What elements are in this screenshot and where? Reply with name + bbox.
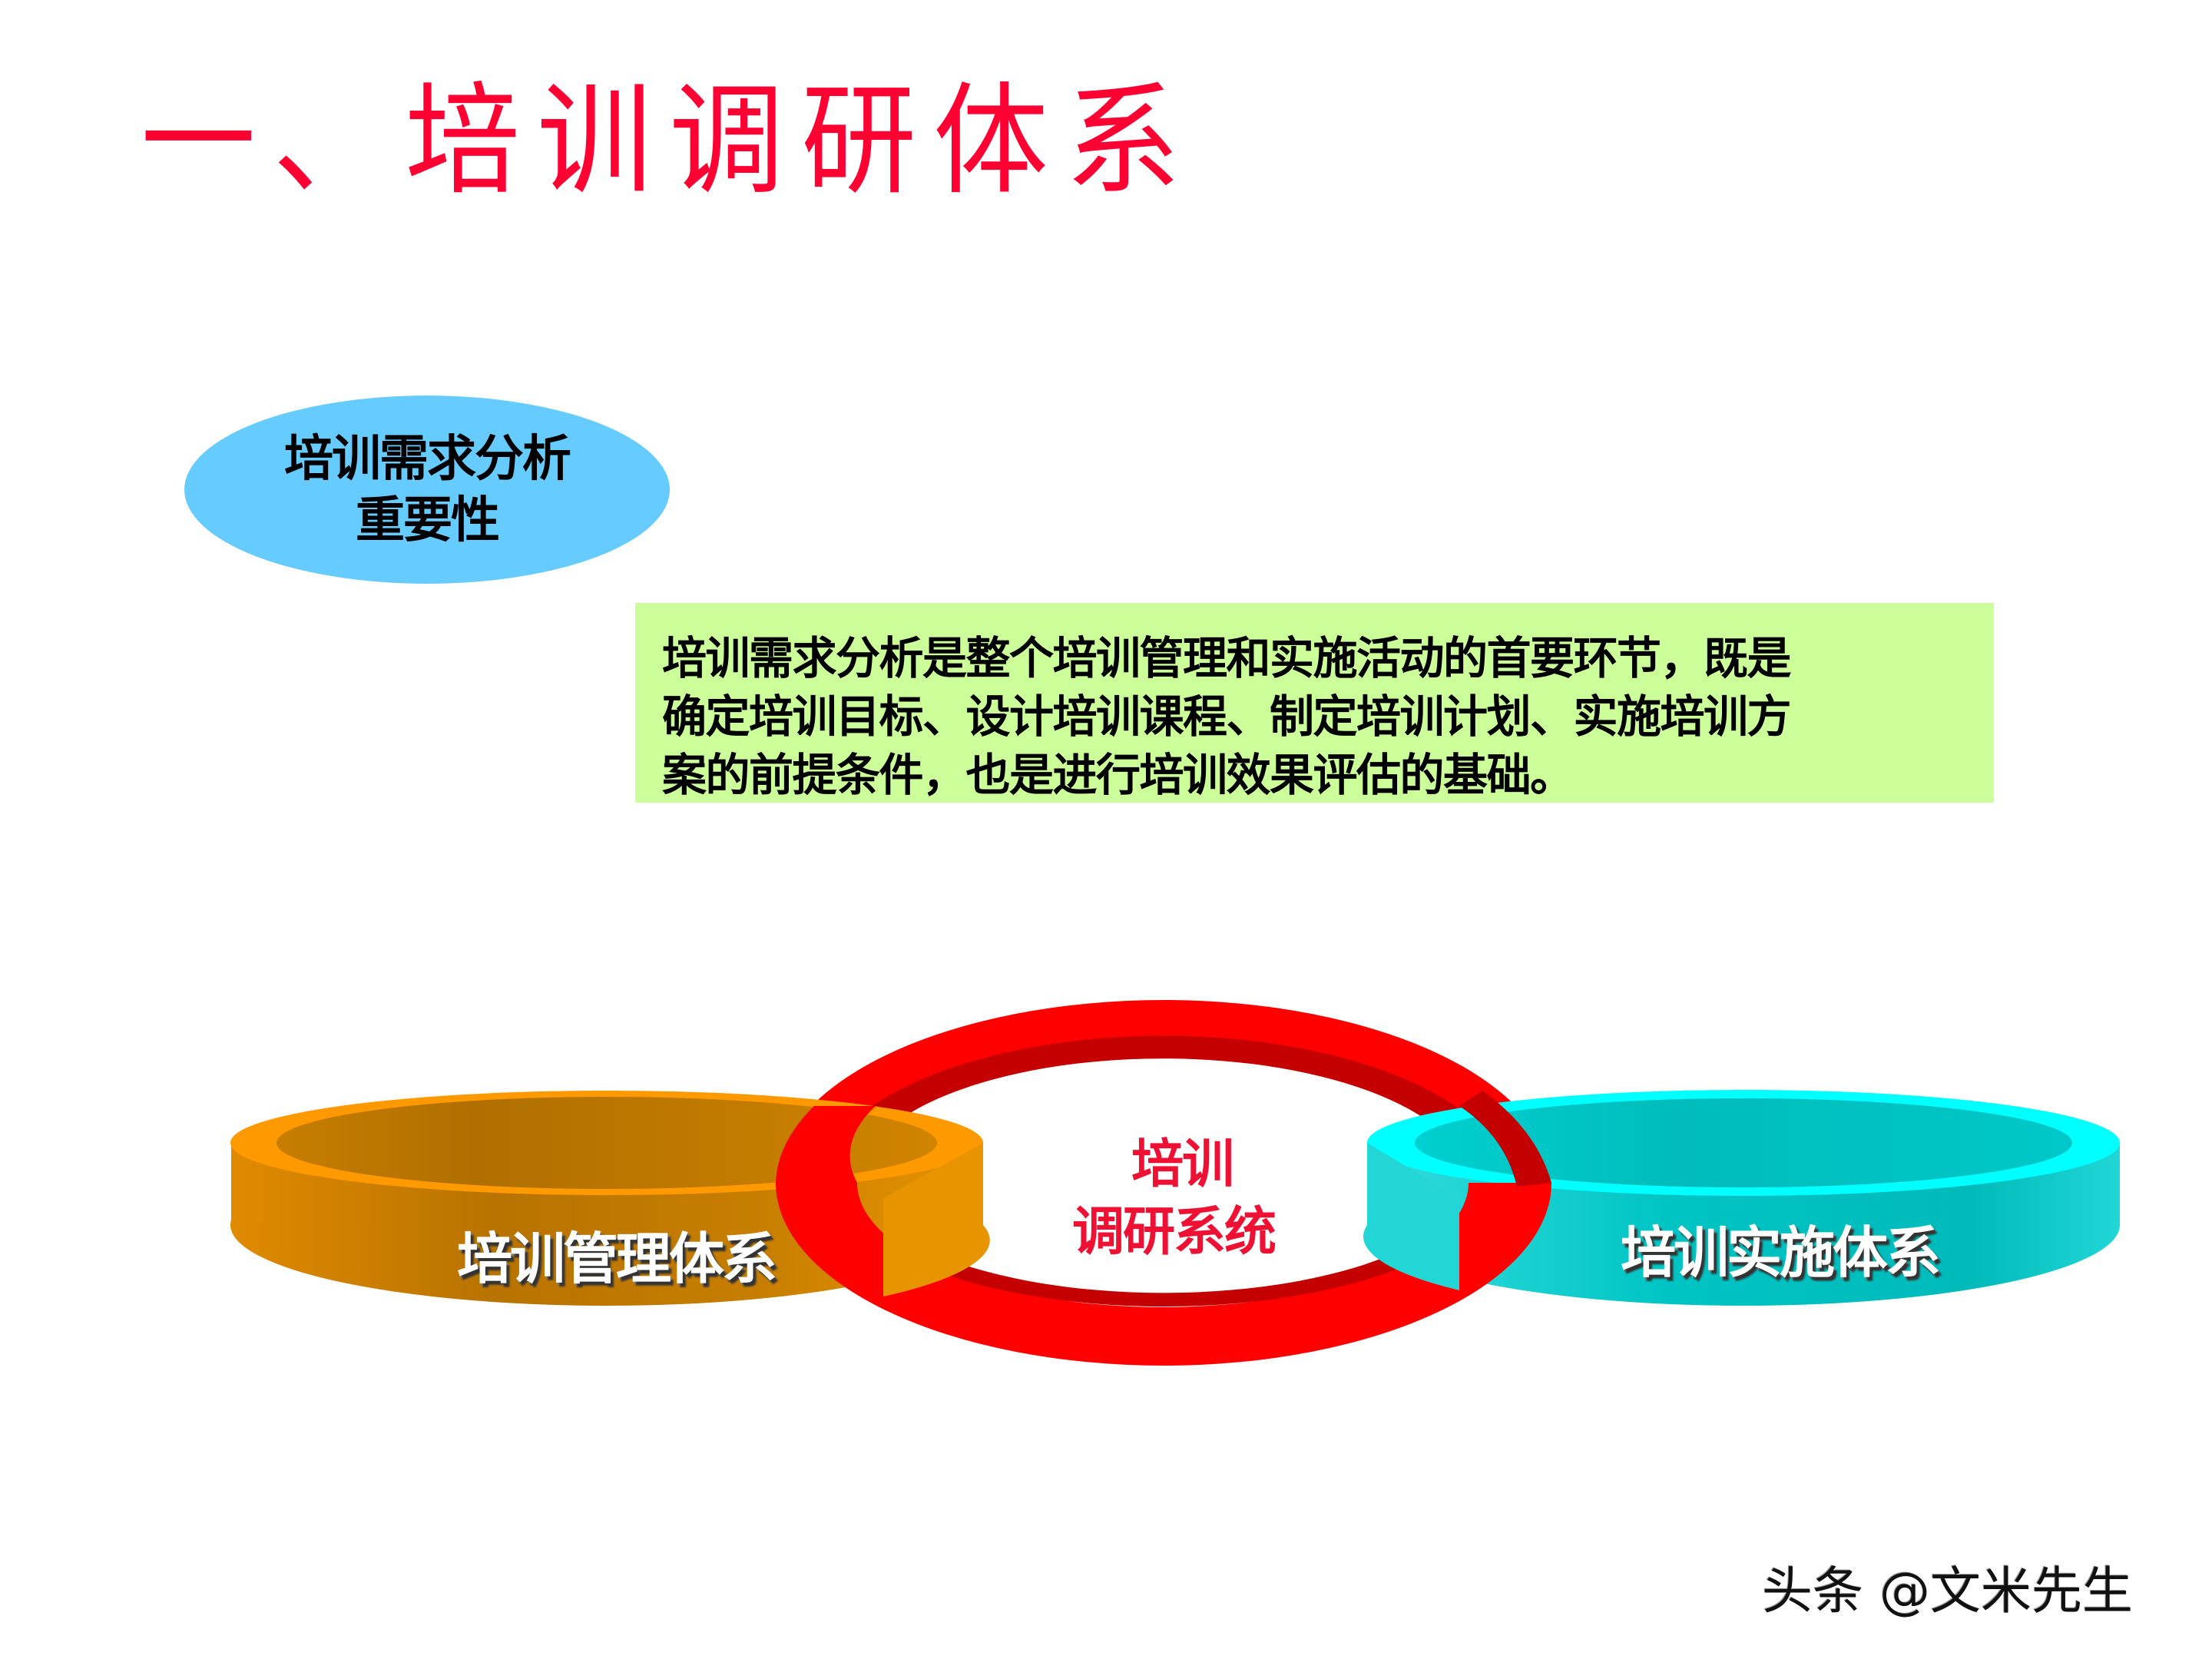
importance-bubble-line2: 重要性 bbox=[356, 492, 500, 549]
description-line: 案的前提条件，也是进行培训效果评估的基础。 bbox=[662, 749, 1575, 801]
linked-rings-diagram bbox=[230, 1000, 2120, 1366]
slide-title: 一、培训调研体系 bbox=[141, 71, 1198, 212]
ring-label-research-line1: 培训 bbox=[1131, 1134, 1234, 1195]
red-ring-right-link bbox=[1459, 1091, 1551, 1187]
ring-label-implementation-system: 培训实施体系 bbox=[1621, 1220, 1941, 1285]
description-box: 培训需求分析是整个培训管理和实施活动的首要环节，既是 确定培训目标、设计培训课程… bbox=[635, 603, 1994, 803]
watermark: 头条 @文米先生 bbox=[1762, 1561, 2133, 1621]
description-line: 培训需求分析是整个培训管理和实施活动的首要环节，既是 bbox=[662, 632, 1792, 684]
description-line: 确定培训目标、设计培训课程、制定培训计划、实施培训方 bbox=[662, 690, 1792, 743]
red-ring-back bbox=[776, 1000, 1551, 1183]
ring-label-management-system: 培训管理体系 bbox=[457, 1227, 777, 1291]
red-ring-left-link bbox=[776, 1106, 876, 1183]
cyan-ring-front-edge bbox=[1363, 1143, 1459, 1290]
red-ring-front bbox=[776, 1183, 1551, 1366]
importance-bubble: 培训需求分析 重要性 bbox=[184, 396, 670, 584]
importance-bubble-line1: 培训需求分析 bbox=[284, 430, 571, 488]
ring-label-research-line2: 调研系统 bbox=[1072, 1202, 1277, 1263]
orange-ring-front-edge bbox=[883, 1143, 990, 1296]
